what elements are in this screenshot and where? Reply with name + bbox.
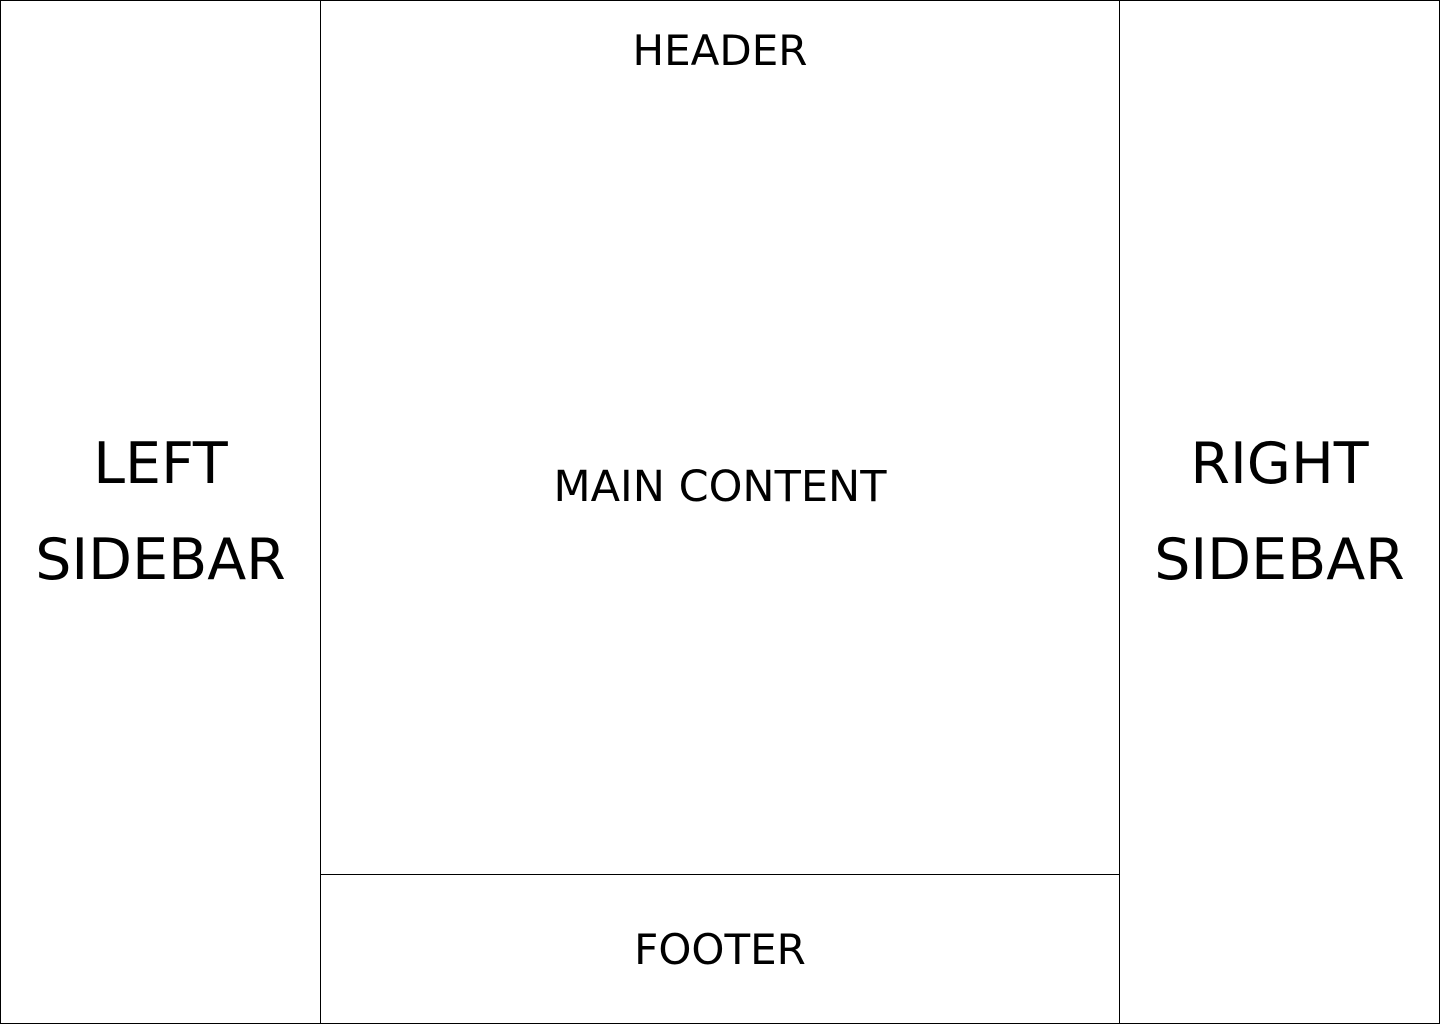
left-sidebar-label-line2: SIDEBAR [35, 527, 286, 593]
right-sidebar-label-line2: SIDEBAR [1154, 527, 1405, 593]
footer-region: FOOTER [320, 874, 1120, 1024]
left-sidebar-region: LEFT SIDEBAR [0, 0, 321, 1024]
main-content-region: MAIN CONTENT [320, 99, 1120, 875]
left-sidebar-label: LEFT SIDEBAR [35, 416, 286, 608]
right-sidebar-label: RIGHT SIDEBAR [1154, 416, 1405, 608]
right-sidebar-label-line1: RIGHT [1190, 431, 1369, 497]
right-sidebar-region: RIGHT SIDEBAR [1119, 0, 1440, 1024]
footer-label: FOOTER [634, 924, 806, 974]
header-region: HEADER [320, 0, 1120, 100]
left-sidebar-label-line1: LEFT [93, 431, 228, 497]
header-label: HEADER [632, 25, 808, 75]
main-content-label: MAIN CONTENT [553, 461, 887, 512]
